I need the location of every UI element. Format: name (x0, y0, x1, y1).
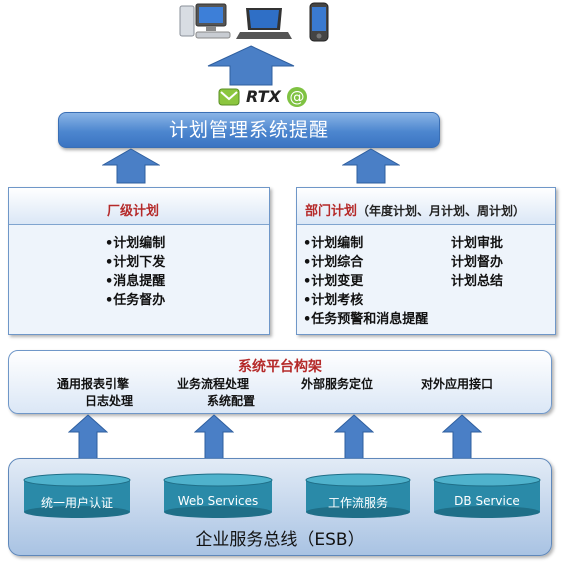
system-platform-panel: 系统平台构架 通用报表引擎 业务流程处理 外部服务定位 对外应用接口 日志处理 … (8, 350, 552, 414)
dept-plan-item-right: 计划督办 (451, 255, 504, 270)
factory-plan-item: •消息提醒 (105, 274, 166, 289)
system-platform-title: 系统平台构架 (238, 359, 322, 375)
mobile-phone-icon (309, 2, 329, 42)
department-plan-header (297, 188, 555, 225)
cylinder-label: Web Services (177, 494, 259, 508)
notify-icons-row: RTX @ (218, 87, 318, 108)
cylinder-label: 工作流服务 (327, 496, 388, 510)
up-arrow-right (342, 148, 400, 184)
platform-item: 通用报表引擎 (57, 377, 130, 391)
rtx-label: RTX (246, 87, 281, 106)
enterprise-service-bus-panel: 统一用户认证 Web Services 工作流服务 DB Service 企业服… (8, 458, 552, 556)
up-arrow-esb-1 (68, 414, 108, 460)
dept-plan-item: •计划综合 (303, 255, 364, 270)
factory-plan-panel: 厂级计划 •计划编制 •计划下发 •消息提醒 •任务督办 (8, 187, 270, 335)
department-plan-title: 部门计划（年度计划、月计划、周计划） (305, 200, 525, 219)
up-arrow-esb-2 (194, 414, 234, 460)
esb-title: 企业服务总线（ESB） (195, 530, 365, 550)
dept-plan-item: •计划考核 (303, 293, 364, 308)
up-arrow-esb-3 (334, 414, 374, 460)
up-arrow-left (102, 148, 160, 184)
desktop-computer-icon (179, 3, 231, 39)
department-plan-title-main: 部门计划 (305, 204, 358, 219)
factory-plan-item: •计划下发 (105, 255, 166, 270)
dept-plan-item: •任务预警和消息提醒 (303, 312, 429, 327)
dept-plan-item: •计划变更 (303, 274, 364, 289)
dept-plan-item-right: 计划总结 (451, 274, 504, 289)
platform-item: 日志处理 (85, 394, 134, 408)
factory-plan-header (9, 188, 269, 225)
platform-item: 系统配置 (207, 394, 256, 408)
up-arrow-esb-4 (442, 414, 482, 460)
factory-plan-item: •计划编制 (105, 236, 166, 251)
factory-plan-item: •任务督办 (105, 293, 166, 308)
department-plan-subtitle: （年度计划、月计划、周计划） (357, 204, 526, 218)
platform-item: 业务流程处理 (177, 377, 250, 391)
dept-plan-item-right: 计划审批 (451, 236, 504, 251)
email-icon (218, 88, 240, 106)
cylinder-db-service (433, 473, 541, 518)
dept-plan-item: •计划编制 (303, 236, 364, 251)
department-plan-panel: 部门计划（年度计划、月计划、周计划） •计划编制 •计划综合 •计划变更 •计划… (296, 187, 556, 335)
laptop-icon (236, 8, 292, 39)
platform-item: 对外应用接口 (421, 377, 494, 391)
cylinder-user-auth (23, 473, 131, 518)
svg-text:@: @ (290, 88, 305, 106)
at-sign-icon: @ (287, 87, 307, 107)
factory-plan-title: 厂级计划 (107, 204, 160, 219)
cylinder-label: DB Service (454, 494, 520, 508)
plan-system-reminder-bar: 计划管理系统提醒 (58, 112, 440, 148)
plan-system-reminder-title: 计划管理系统提醒 (168, 119, 329, 141)
platform-item: 外部服务定位 (301, 377, 374, 391)
up-arrow-to-devices (207, 45, 295, 86)
cylinder-workflow-service (305, 473, 411, 518)
cylinder-label: 统一用户认证 (40, 496, 113, 510)
cylinder-web-services (163, 473, 273, 518)
